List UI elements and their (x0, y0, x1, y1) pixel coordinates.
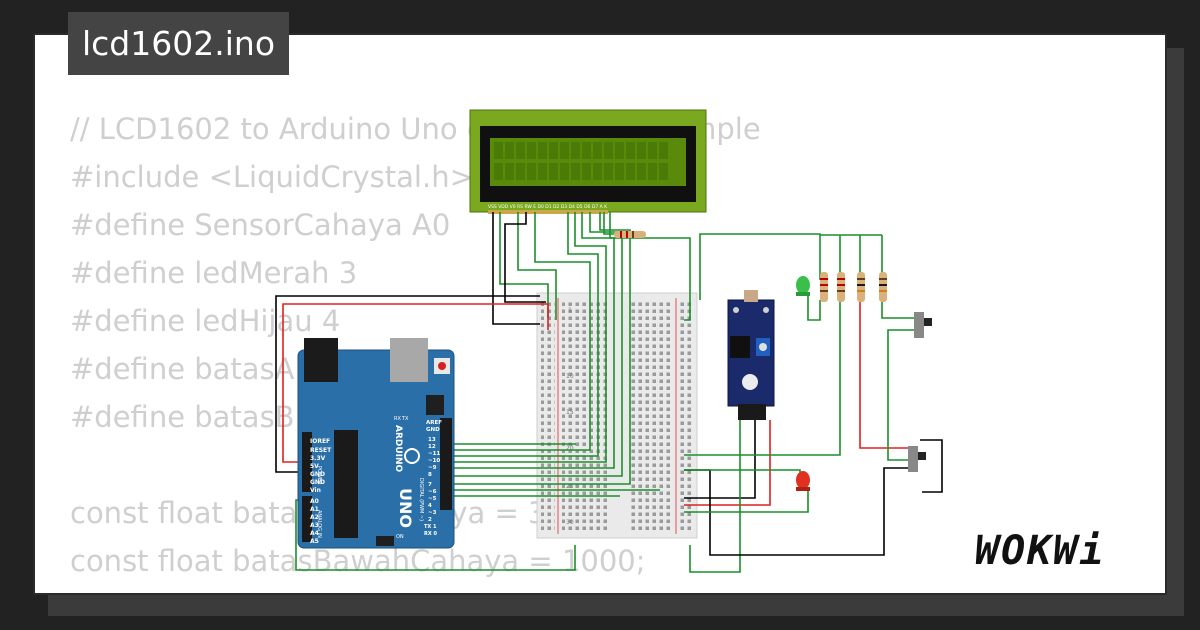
board-model: UNO (396, 488, 415, 528)
power-pin-label: GND (310, 471, 325, 478)
board-brand: ARDUINO (393, 425, 403, 473)
slide-switch[interactable] (914, 312, 932, 338)
digital-pin-label: 12 (428, 444, 436, 450)
digital-pin-label: 4 (428, 503, 432, 509)
power-pin-label: IOREF (310, 438, 330, 445)
code-line: #include <LiquidCrystal.h> (70, 160, 474, 194)
breadboard-row-number: 25 (566, 483, 574, 490)
digital-pin-label: 7 (428, 482, 432, 488)
green-led[interactable] (796, 276, 810, 296)
board-label-analog: ANALOG IN (316, 510, 322, 538)
digital-pin-label: TX 1 (424, 524, 437, 530)
power-pin-label: RESET (310, 447, 332, 454)
digital-pin-label: ~6 (428, 489, 437, 495)
power-pin-label: 3.3V (310, 455, 326, 462)
board-label-power: POWER (316, 466, 322, 485)
code-line: #define SensorCahaya A0 (70, 208, 451, 242)
digital-pin-label: ~9 (428, 465, 437, 471)
resistor[interactable] (614, 231, 646, 238)
digital-pin-label: AREF (426, 420, 442, 426)
sketch-title: lcd1602.ino (68, 12, 290, 75)
digital-pin-label: GND (426, 427, 440, 433)
resistor[interactable] (857, 272, 865, 302)
wokwi-logo: WOKWi (975, 528, 1106, 574)
breadboard-row-number: 1 (568, 307, 572, 314)
digital-pin-label: 2 (428, 517, 432, 523)
digital-pin-label: ~11 (428, 451, 440, 457)
arduino-uno-board[interactable]: IOREF RESET 3.3V 5V GND GND Vin A0 A1 A2… (297, 338, 455, 549)
power-pin-label: 5V (310, 463, 319, 470)
code-line: #define batasB (70, 400, 295, 434)
code-line: #define ledHijau 4 (70, 304, 341, 338)
breadboard-row-number: 5 (568, 337, 572, 344)
arduino-infinity-logo-icon (404, 448, 420, 464)
breadboard-row-number: 15 (566, 409, 574, 416)
analog-pin-label: A2 (310, 514, 319, 521)
digital-pin-label: ~10 (428, 458, 440, 464)
digital-pin-label: ~3 (428, 510, 437, 516)
slide-switch[interactable] (908, 446, 926, 472)
code-line: const float batasBawahCahaya = 1000; (70, 544, 646, 578)
analog-pin-label: A4 (310, 530, 319, 537)
lcd-pin-labels: VSS VDD V0 RS RW E D0 D1 D2 D3 D4 D5 D6 … (488, 204, 608, 210)
breadboard-row-number: 30 (566, 519, 574, 526)
board-label-digital: DIGITAL (PWM ~) (418, 478, 424, 521)
analog-pin-label: A5 (310, 538, 319, 545)
board-label-rx: RX (394, 416, 401, 422)
digital-pin-label: ~5 (428, 496, 437, 502)
breadboard: 1 5 10 15 20 25 30 (536, 292, 698, 539)
ldr-sensor-module[interactable] (727, 290, 775, 420)
lcd1602-module[interactable]: VSS VDD V0 RS RW E D0 D1 D2 D3 D4 D5 D6 … (469, 109, 707, 214)
code-line: #define ledMerah 3 (70, 256, 358, 290)
wires (275, 212, 943, 573)
digital-pin-label: RX 0 (424, 531, 437, 537)
digital-pin-label: 13 (428, 437, 436, 443)
digital-pin-label: 8 (428, 472, 432, 478)
red-led[interactable] (796, 471, 810, 491)
board-label-on: ON (396, 534, 404, 540)
breadboard-row-number: 10 (566, 373, 574, 380)
resistor[interactable] (879, 272, 887, 302)
board-label-tx: TX (401, 416, 409, 422)
resistor[interactable] (820, 272, 828, 302)
power-pin-label: Vin (310, 487, 321, 494)
analog-pin-label: A3 (310, 522, 319, 529)
breadboard-row-number: 20 (566, 445, 574, 452)
analog-pin-label: A1 (310, 506, 319, 513)
code-line: #define batasA (70, 352, 295, 386)
power-pin-label: GND (310, 479, 325, 486)
analog-pin-label: A0 (310, 498, 319, 505)
resistor[interactable] (837, 272, 845, 302)
